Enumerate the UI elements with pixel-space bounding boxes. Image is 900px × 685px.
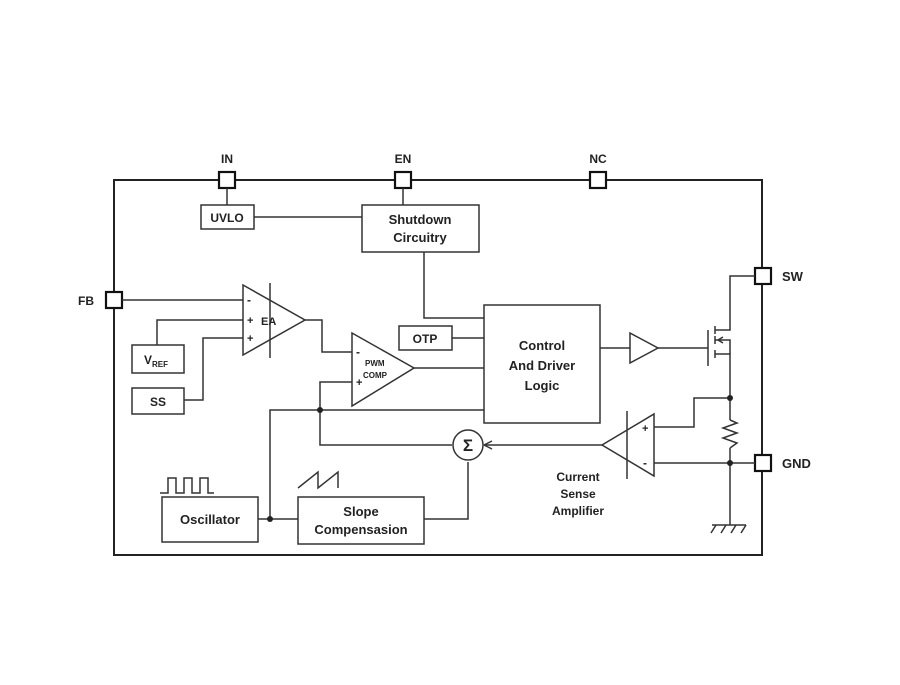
pin-in-label: IN xyxy=(221,152,233,166)
vref-sub: REF xyxy=(152,360,168,369)
mosfet-body-lead xyxy=(715,339,731,354)
otp-block[interactable] xyxy=(398,325,453,351)
junction-sense xyxy=(727,395,733,401)
vref-block[interactable] xyxy=(131,344,185,374)
pwm-plus-sign: + xyxy=(356,377,362,389)
sum-symbol: Σ xyxy=(463,436,473,455)
error-amplifier[interactable] xyxy=(242,283,307,357)
vref-label: VREF xyxy=(144,353,168,369)
pin-fb-label: FB xyxy=(78,294,94,308)
otp-label: OTP xyxy=(413,332,438,346)
sawtooth-wave-icon xyxy=(297,470,339,490)
wire-ss-ea xyxy=(184,337,243,401)
ss-block[interactable] xyxy=(131,387,185,415)
pin-fb[interactable] xyxy=(104,290,124,310)
pin-nc[interactable] xyxy=(588,170,608,190)
ea-label: EA xyxy=(261,316,276,328)
wire-ea-pwm xyxy=(305,319,352,353)
wire-osc-control xyxy=(269,409,484,519)
csa-minus-sign: - xyxy=(643,456,647,470)
ss-label: SS xyxy=(150,395,166,409)
pwm-label-2: COMP xyxy=(363,371,388,380)
oscillator-label: Oscillator xyxy=(180,512,240,527)
uvlo-block[interactable] xyxy=(200,204,255,230)
csa-plus-sign: + xyxy=(642,423,648,435)
pin-gnd-label: GND xyxy=(782,456,811,471)
chip-outline xyxy=(113,179,763,556)
slope-label-2: Compensasion xyxy=(314,522,407,537)
pin-en[interactable] xyxy=(393,170,413,190)
gate-driver-buffer[interactable] xyxy=(629,331,660,365)
junction-pwm xyxy=(317,407,323,413)
control-driver-block[interactable] xyxy=(483,304,601,424)
square-wave-icon xyxy=(160,477,214,494)
shutdown-label-2: Circuitry xyxy=(393,230,447,245)
control-label-3: Logic xyxy=(525,378,560,393)
pin-en-label: EN xyxy=(395,152,412,166)
wire-shutdown-control xyxy=(423,252,484,319)
pin-gnd[interactable] xyxy=(753,453,773,473)
ea-minus-sign: - xyxy=(247,293,251,307)
summing-junction[interactable] xyxy=(452,429,484,461)
control-label-2: And Driver xyxy=(509,358,575,373)
shutdown-label-1: Shutdown xyxy=(389,212,452,227)
power-mosfet xyxy=(707,320,731,366)
junction-gnd xyxy=(727,460,733,466)
current-sense-amplifier[interactable] xyxy=(600,412,655,478)
ground-hatch xyxy=(710,524,747,534)
mosfet-body-arrow xyxy=(717,336,724,344)
slope-compensation-block[interactable] xyxy=(297,496,425,545)
mosfet-source-lead xyxy=(715,353,731,358)
pwm-minus-sign: - xyxy=(356,345,360,359)
ea-plus-sign-1: + xyxy=(247,315,253,327)
control-label-1: Control xyxy=(519,338,565,353)
junction-osc xyxy=(267,516,273,522)
pwm-comparator[interactable] xyxy=(351,331,416,408)
wire-slope-sum xyxy=(424,462,469,520)
csa-label-2: Sense xyxy=(560,487,596,501)
oscillator-block[interactable] xyxy=(161,496,259,543)
pin-sw-label: SW xyxy=(782,269,804,284)
pin-nc-label: NC xyxy=(589,152,607,166)
ea-plus-sign-2: + xyxy=(247,333,253,345)
csa-label-3: Amplifier xyxy=(552,504,604,518)
mosfet-drain-lead xyxy=(715,320,731,331)
wire-sense-csa-plus xyxy=(654,397,730,428)
ground-icon xyxy=(710,524,747,534)
shutdown-block[interactable] xyxy=(361,204,480,253)
wire-mosfet-sw xyxy=(729,275,755,320)
csa-label-1: Current xyxy=(556,470,599,484)
wire-sum-pwm xyxy=(319,381,452,446)
vref-main: V xyxy=(144,353,152,367)
sense-resistor[interactable] xyxy=(720,419,740,449)
pin-in[interactable] xyxy=(217,170,237,190)
slope-label-1: Slope xyxy=(343,504,378,519)
wire-vref-ea xyxy=(156,319,243,345)
pin-sw[interactable] xyxy=(753,266,773,286)
pwm-label-1: PWM xyxy=(365,359,385,368)
uvlo-label: UVLO xyxy=(210,211,243,225)
sum-arrowhead xyxy=(483,440,493,450)
